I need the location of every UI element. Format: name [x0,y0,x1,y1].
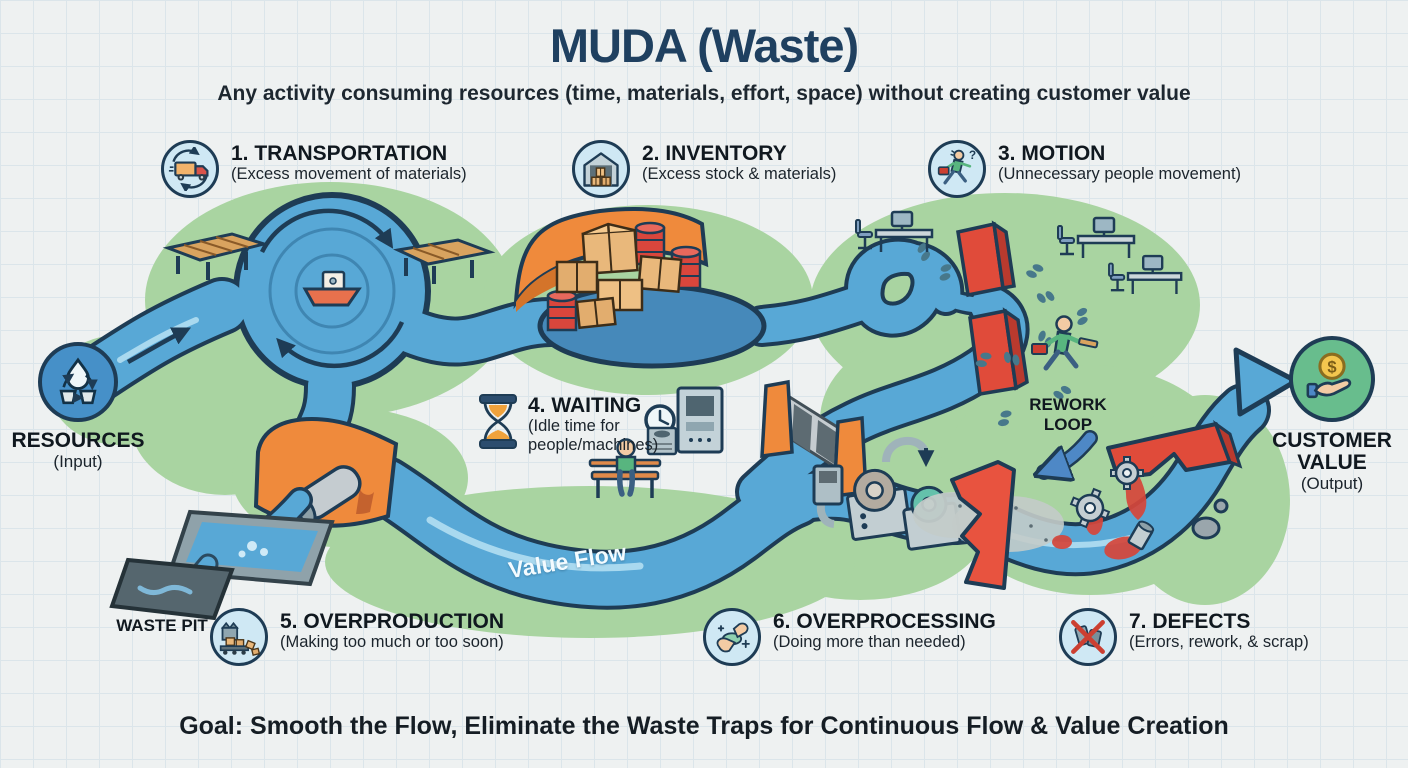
hand-coin-icon: $ [1289,336,1375,422]
running-worker [1031,315,1099,371]
waste-label: 1. TRANSPORTATION [231,142,448,165]
waste-item-waiting: 4. WAITING (Idle time for people/machine… [528,392,686,454]
red-wall-motion [956,220,1029,397]
rework-loop-label: REWORK LOOP [1029,395,1107,434]
dock-left [162,232,270,280]
page-title: MUDA (Waste) [549,19,859,72]
waste-item-inventory: 2. INVENTORY (Excess stock & materials) [572,140,836,198]
rework-loop-arrow [1044,430,1098,472]
polishing-hands-icon [703,608,761,666]
waste-item-defects: 7. DEFECTS (Errors, rework, & scrap) [1059,608,1309,666]
running-person-icon: ? [928,140,986,198]
waste-item-overprocessing: 6. OVERPROCESSING (Doing more than neede… [703,608,996,666]
dock-right [392,238,496,284]
waste-label: 3. MOTION [998,142,1106,165]
waste-desc: (Errors, rework, & scrap) [1129,633,1309,652]
customer-value-endpoint: $ CUSTOMER VALUE (Output) [1272,336,1392,494]
waste-item-motion: ? 3. MOTION (Unnecessary people movement… [928,140,1241,198]
waste-label: 4. WAITING [528,394,642,417]
waiting-person-bench [588,438,662,498]
boat [302,270,362,307]
dollar-glyph: $ [1327,358,1336,377]
water-cycle-icon [38,342,118,422]
waste-label: 2. INVENTORY [642,142,787,165]
broken-dam-mid [950,460,1016,590]
waste-desc: (Making too much or too soon) [280,633,504,652]
waste-desc: (Excess movement of materials) [231,165,467,184]
page-subtitle: Any activity consuming resources (time, … [217,82,1191,105]
whirlpool-transportation [126,208,405,369]
overproduction-weir [243,416,399,553]
waste-pit-label: WASTE PIT [116,616,208,635]
waste-pit [109,557,235,621]
resources-label: RESOURCES [11,429,145,452]
waste-desc: (Excess stock & materials) [642,165,837,184]
resources-endpoint: RESOURCES (Input) [8,342,148,472]
customer-value-label: CUSTOMER VALUE [1272,429,1392,475]
output-flow-arrow [1233,347,1299,417]
factory-conveyor-icon [210,608,268,666]
rocks [1191,498,1229,540]
resources-sublabel: (Input) [53,452,103,472]
sluice-gate [760,379,868,498]
inventory-boxes [555,222,683,330]
truck-cycle-icon [161,140,219,198]
question-mark-glyph: ? [969,148,976,162]
waste-label: 5. OVERPRODUCTION [280,610,505,633]
broken-parts-crossed-icon [1059,608,1117,666]
broken-gears [1069,456,1155,551]
waste-desc: (Unnecessary people movement) [998,165,1242,184]
idle-machine [646,386,724,456]
waste-desc: (Doing more than needed) [773,633,966,652]
waste-label: 7. DEFECTS [1129,610,1251,633]
goal-statement: Goal: Smooth the Flow, Eliminate the Was… [179,712,1229,740]
waste-desc: (Idle time for people/machines) [528,417,659,454]
hourglass-icon [478,393,518,456]
broken-dam-defects [1106,419,1243,480]
warehouse-boxes-icon [572,140,630,198]
waste-item-overproduction: 5. OVERPRODUCTION (Making too much or to… [210,608,504,666]
customer-value-sublabel: (Output) [1300,474,1364,494]
waste-item-transportation: 1. TRANSPORTATION (Excess movement of ma… [161,140,467,198]
waste-label: 6. OVERPROCESSING [773,610,996,633]
